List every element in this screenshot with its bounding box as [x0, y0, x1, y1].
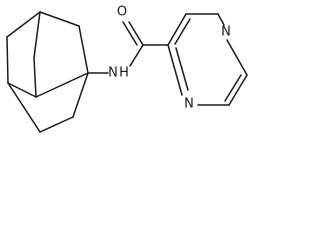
- amide-group: [122, 21, 169, 67]
- amide-hydrogen-label: H: [119, 66, 129, 81]
- bond: [228, 74, 248, 106]
- bond: [7, 82, 37, 98]
- bond: [175, 47, 189, 91]
- bond: [78, 25, 89, 74]
- bond: [224, 74, 242, 102]
- molecule-structure: O N H N N: [6, 5, 248, 133]
- pyrazine-n1-label: N: [221, 25, 231, 40]
- pyrazine-ring: [167, 13, 248, 106]
- bond: [167, 13, 187, 46]
- bond: [122, 21, 138, 46]
- bond: [226, 39, 248, 76]
- bond: [39, 11, 80, 27]
- bond: [33, 11, 41, 59]
- bond: [6, 36, 9, 84]
- bond: [33, 57, 37, 98]
- bond: [128, 21, 144, 46]
- pyrazine-n4-label: N: [184, 97, 194, 112]
- bond: [72, 72, 89, 118]
- bond: [39, 116, 74, 133]
- bond: [217, 13, 225, 26]
- atom-labels: O N H N N: [108, 5, 231, 112]
- bond: [7, 82, 41, 133]
- oxygen-label: O: [117, 5, 127, 20]
- bond: [129, 44, 144, 67]
- bond: [167, 44, 183, 96]
- amide-nitrogen-label: N: [108, 66, 118, 81]
- bond: [174, 18, 191, 45]
- adamantane-cage: [6, 11, 89, 133]
- bond: [6, 11, 41, 38]
- bond: [35, 72, 89, 98]
